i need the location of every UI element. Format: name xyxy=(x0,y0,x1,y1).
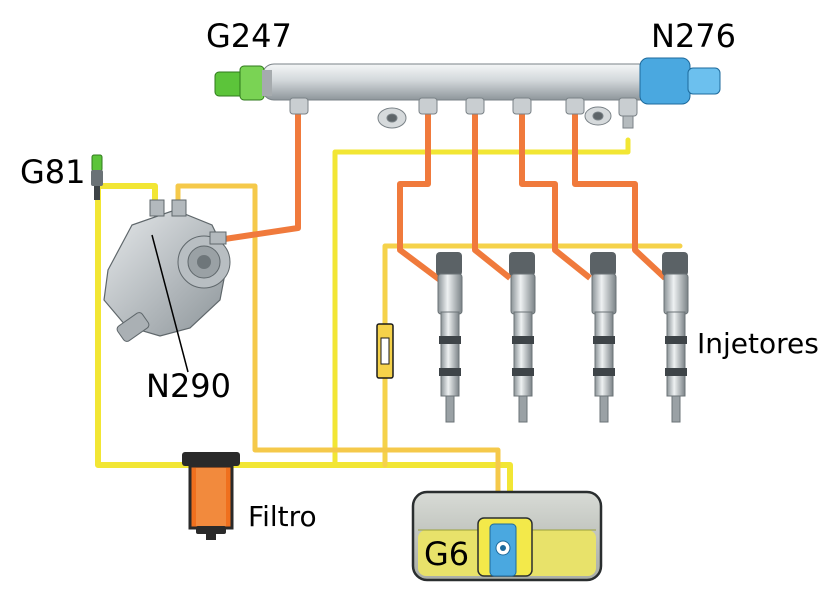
hp-line-pump-to-rail xyxy=(217,112,301,243)
label-g81: G81 xyxy=(20,153,86,191)
fuel-tank xyxy=(411,490,603,582)
supply-line-tank-to-pump xyxy=(95,187,513,495)
n276-pressure-valve xyxy=(639,57,721,105)
hp-line-injector-3 xyxy=(519,112,592,281)
return-check-valve xyxy=(376,323,394,379)
rail-outlets xyxy=(289,97,638,129)
injector-4 xyxy=(662,252,689,423)
label-filtro: Filtro xyxy=(248,500,317,533)
return-line-rail xyxy=(332,137,631,468)
low-pressure-lines xyxy=(95,137,683,498)
n290-leader-line xyxy=(151,234,189,373)
g6-fuel-pump xyxy=(477,517,533,577)
return-line-pump xyxy=(175,183,501,498)
label-injetores: Injetores xyxy=(697,327,819,360)
injector-1 xyxy=(436,252,463,423)
rail-mounting-lugs xyxy=(377,106,612,129)
fuel-filter xyxy=(182,452,240,540)
injector-3 xyxy=(590,252,617,423)
label-n290: N290 xyxy=(146,367,232,405)
hp-line-injector-4 xyxy=(572,112,668,281)
high-pressure-lines xyxy=(217,112,668,283)
high-pressure-pump xyxy=(103,199,231,373)
common-rail xyxy=(214,57,721,129)
hp-line-injector-1 xyxy=(397,112,442,283)
injector-2 xyxy=(509,252,536,423)
supply-line-pump-inlet xyxy=(95,183,158,215)
g81-temperature-sensor xyxy=(91,154,103,200)
label-g6: G6 xyxy=(424,535,470,573)
label-n276: N276 xyxy=(651,17,737,55)
g247-pressure-sensor xyxy=(214,65,272,101)
injectors xyxy=(436,252,689,423)
hp-line-injector-2 xyxy=(472,112,512,281)
label-g247: G247 xyxy=(206,17,292,55)
